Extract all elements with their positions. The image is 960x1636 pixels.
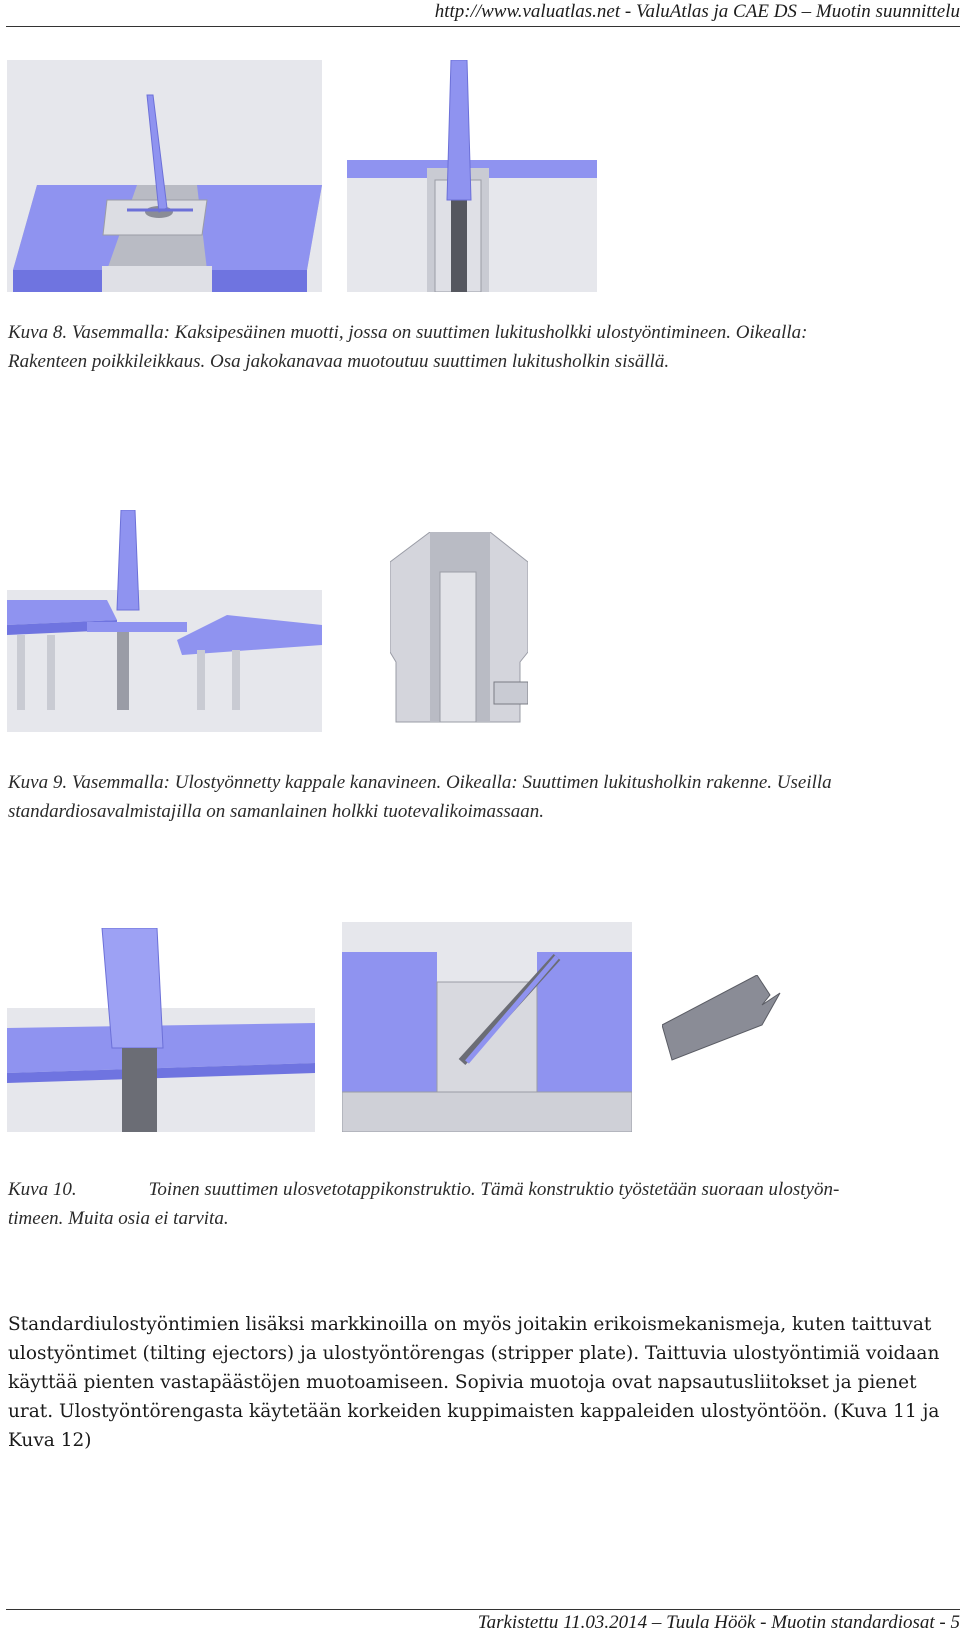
figure-9-caption: Kuva 9. Vasemmalla: Ulostyönnetty kappal… bbox=[8, 768, 954, 826]
figure-8-left-image bbox=[7, 60, 322, 292]
page-footer: Tarkistettu 11.03.2014 – Tuula Höök - Mu… bbox=[477, 1612, 960, 1633]
figure-9-right-image bbox=[390, 532, 528, 728]
figure-8-caption-line1: Kuva 8. Vasemmalla: Kaksipesäinen muotti… bbox=[8, 322, 808, 343]
page-header: http://www.valuatlas.net - ValuAtlas ja … bbox=[434, 1, 960, 22]
figure-10-caption: Kuva 10. Toinen suuttimen ulosvetotappiko… bbox=[8, 1175, 954, 1233]
figure-10-right-image bbox=[662, 975, 790, 1065]
footer-divider bbox=[6, 1609, 960, 1610]
figure-8-right-image bbox=[347, 60, 597, 292]
figure-10-caption-line1-row: Kuva 10. Toinen suuttimen ulosvetotappiko… bbox=[8, 1175, 954, 1204]
paragraph-line4: urat. Ulostyöntörengasta käytetään korke… bbox=[8, 1401, 940, 1422]
figure-10-caption-line1: Toinen suuttimen ulosvetotappikonstrukti… bbox=[148, 1179, 840, 1200]
figure-8-caption-line2: Rakenteen poikkileikkaus. Osa jakokanava… bbox=[8, 351, 670, 372]
paragraph-line1: Standardiulostyöntimien lisäksi markkino… bbox=[8, 1314, 932, 1335]
paragraph-line2: ulostyöntimet (tilting ejectors) ja ulos… bbox=[8, 1343, 940, 1364]
paragraph-line3: käyttää pienten vastapäästöjen muotoamis… bbox=[8, 1372, 917, 1393]
figure-9-left-image bbox=[7, 510, 322, 732]
header-divider bbox=[6, 26, 960, 27]
body-paragraph: Standardiulostyöntimien lisäksi markkino… bbox=[8, 1310, 954, 1455]
paragraph-line5: Kuva 12) bbox=[8, 1430, 92, 1451]
figure-10-caption-line2: timeen. Muita osia ei tarvita. bbox=[8, 1208, 229, 1229]
figure-9-caption-line2: standardiosavalmistajilla on samanlainen… bbox=[8, 801, 545, 822]
figure-8-caption: Kuva 8. Vasemmalla: Kaksipesäinen muotti… bbox=[8, 318, 954, 376]
figure-9-caption-line1: Kuva 9. Vasemmalla: Ulostyönnetty kappal… bbox=[8, 772, 832, 793]
figure-10-left-image bbox=[7, 928, 315, 1132]
figure-10-middle-image bbox=[342, 922, 632, 1132]
figure-10-caption-label: Kuva 10. bbox=[8, 1179, 77, 1200]
